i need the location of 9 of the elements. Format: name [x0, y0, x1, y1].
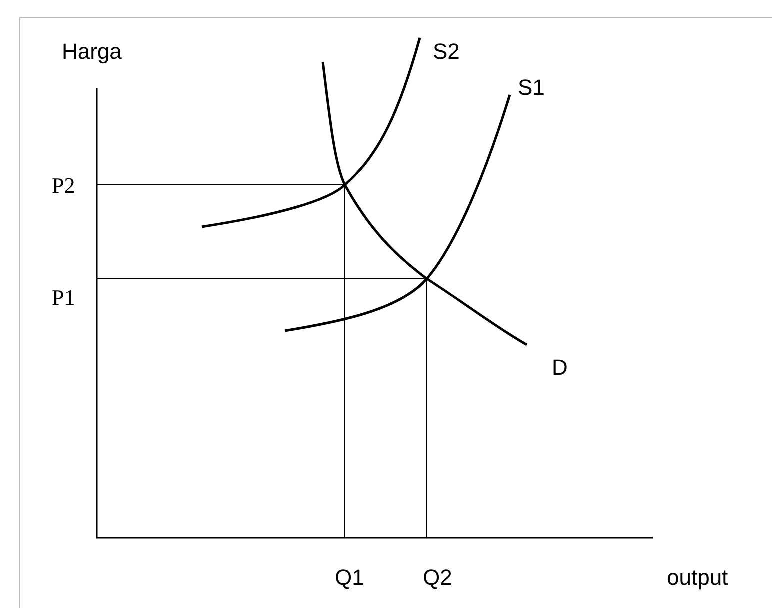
curve-label: S1 — [518, 76, 545, 100]
price-label: P1 — [52, 286, 76, 310]
price-label: P2 — [52, 174, 76, 198]
curve-label: D — [552, 356, 568, 380]
curve-label: S2 — [433, 40, 460, 64]
quantity-label: Q1 — [335, 566, 364, 590]
axis-label: Harga — [62, 40, 122, 64]
quantity-label: Q2 — [423, 566, 452, 590]
axis-label: output — [667, 566, 728, 590]
